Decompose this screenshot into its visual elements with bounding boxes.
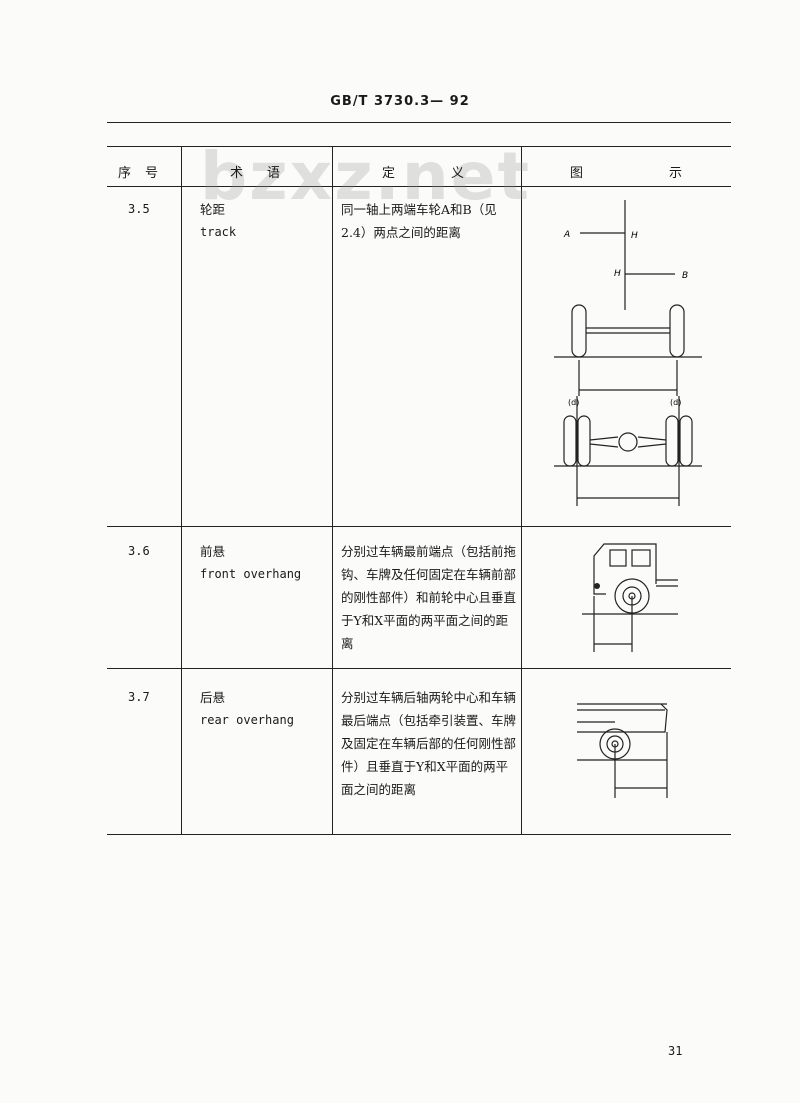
- top-rule: [107, 122, 731, 123]
- term-zh: 轮距: [200, 202, 226, 217]
- row-3-7-term: 后悬 rear overhang: [200, 686, 294, 732]
- header-definition: 定义: [382, 166, 464, 181]
- label-a: A: [563, 230, 570, 240]
- page-number: 31: [668, 1044, 683, 1058]
- header-term: 术语: [230, 166, 280, 181]
- row-separator: [107, 526, 731, 527]
- row-3-7-seq: 3.7: [128, 690, 150, 704]
- rear-overhang-diagram: [577, 703, 668, 798]
- label-d-right: (d): [670, 398, 681, 407]
- column-divider: [181, 146, 182, 834]
- term-en: track: [200, 225, 237, 239]
- header-bottom-border: [107, 186, 731, 187]
- column-divider: [332, 146, 333, 834]
- table-bottom-border: [107, 834, 731, 835]
- front-overhang-diagram: [582, 543, 678, 652]
- header-figure: 图示: [570, 166, 682, 181]
- row-separator: [107, 668, 731, 669]
- standard-code: GB/T 3730.3— 92: [330, 94, 470, 109]
- table-top-border: [107, 146, 731, 147]
- term-zh: 后悬: [200, 690, 226, 705]
- label-h-lower: H: [614, 269, 621, 279]
- track-diagram: A H H B (d) (d): [554, 200, 702, 506]
- row-3-6-term: 前悬 front overhang: [200, 540, 301, 586]
- row-3-7-definition: 分别过车辆后轴两轮中心和车辆最后端点（包括牵引装置、车牌及固定在车辆后部的任何刚…: [341, 690, 517, 797]
- row-3-5-definition: 同一轴上两端车轮A和B（见2.4）两点之间的距离: [341, 202, 497, 240]
- header-seq: 序号: [118, 166, 158, 181]
- term-en: front overhang: [200, 567, 302, 581]
- term-zh: 前悬: [200, 544, 226, 559]
- label-d-left: (d): [568, 398, 579, 407]
- row-3-6-definition: 分别过车辆最前端点（包括前拖钩、车牌及任何固定在车辆前部的刚性部件）和前轮中心且…: [341, 544, 517, 651]
- row-3-5-seq: 3.5: [128, 202, 150, 216]
- row-3-5-term: 轮距 track: [200, 198, 236, 244]
- column-divider: [521, 146, 522, 834]
- term-en: rear overhang: [200, 713, 294, 727]
- row-3-6-seq: 3.6: [128, 544, 150, 558]
- label-b: B: [682, 271, 688, 281]
- label-h-upper: H: [631, 231, 638, 241]
